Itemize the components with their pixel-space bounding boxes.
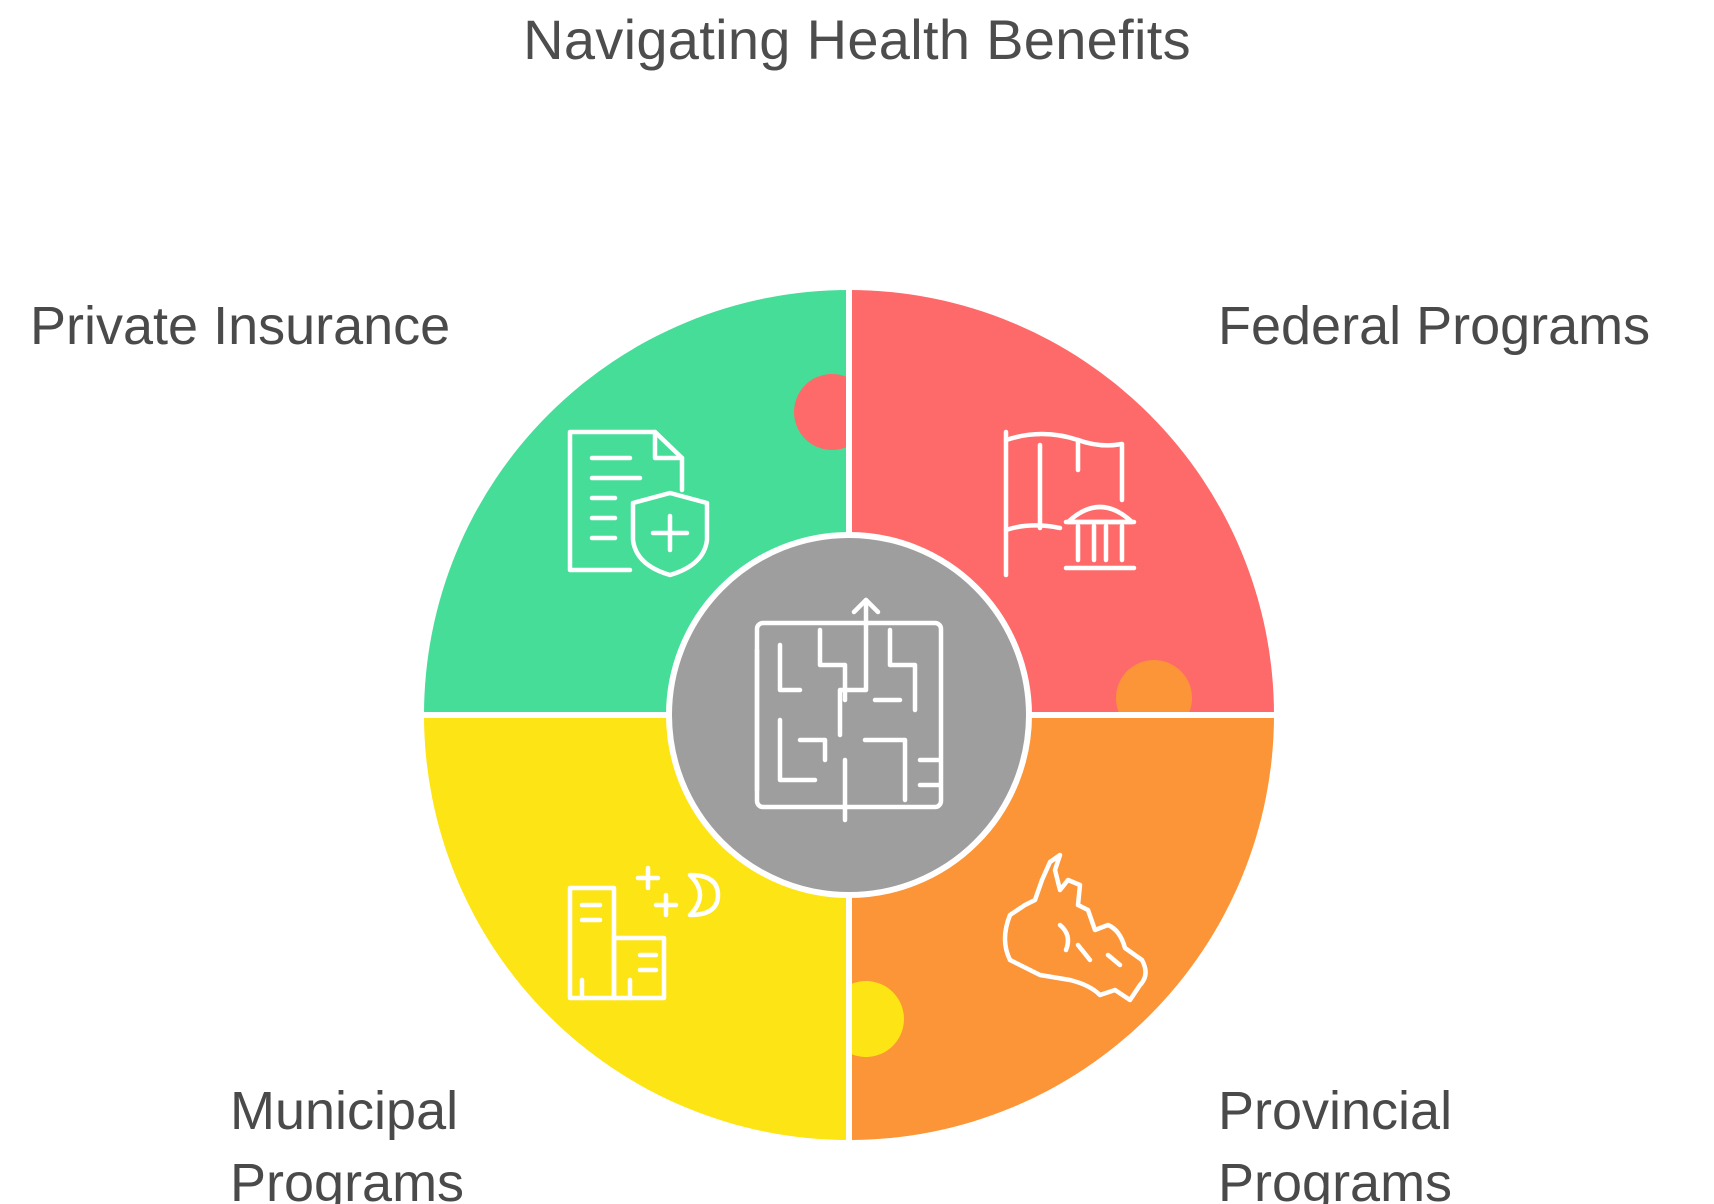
label-municipal-programs-line-1: Municipal [230, 1081, 459, 1141]
flag-government-building-icon [1003, 429, 1137, 578]
diagram-title: Navigating Health Benefits [523, 8, 1191, 71]
insurance-document-shield-icon [567, 429, 710, 578]
label-provincial-programs: Provincial Programs [1218, 1075, 1518, 1204]
label-provincial-programs-line-1: Provincial [1218, 1081, 1453, 1141]
label-private-insurance-line-1: Private Insurance [30, 296, 451, 356]
label-municipal-programs-line-2: Programs [230, 1153, 465, 1204]
city-buildings-night-icon [567, 865, 721, 1001]
label-provincial-programs-line-2: Programs [1218, 1153, 1453, 1204]
label-federal-programs-line-1: Federal Programs [1218, 296, 1651, 356]
label-municipal-programs: Municipal Programs [230, 1075, 490, 1204]
maze-icon [754, 597, 944, 823]
canada-map-icon [1002, 852, 1148, 1003]
center-hub [666, 532, 1032, 898]
label-private-insurance: Private Insurance [30, 290, 490, 362]
label-federal-programs: Federal Programs [1218, 290, 1698, 362]
